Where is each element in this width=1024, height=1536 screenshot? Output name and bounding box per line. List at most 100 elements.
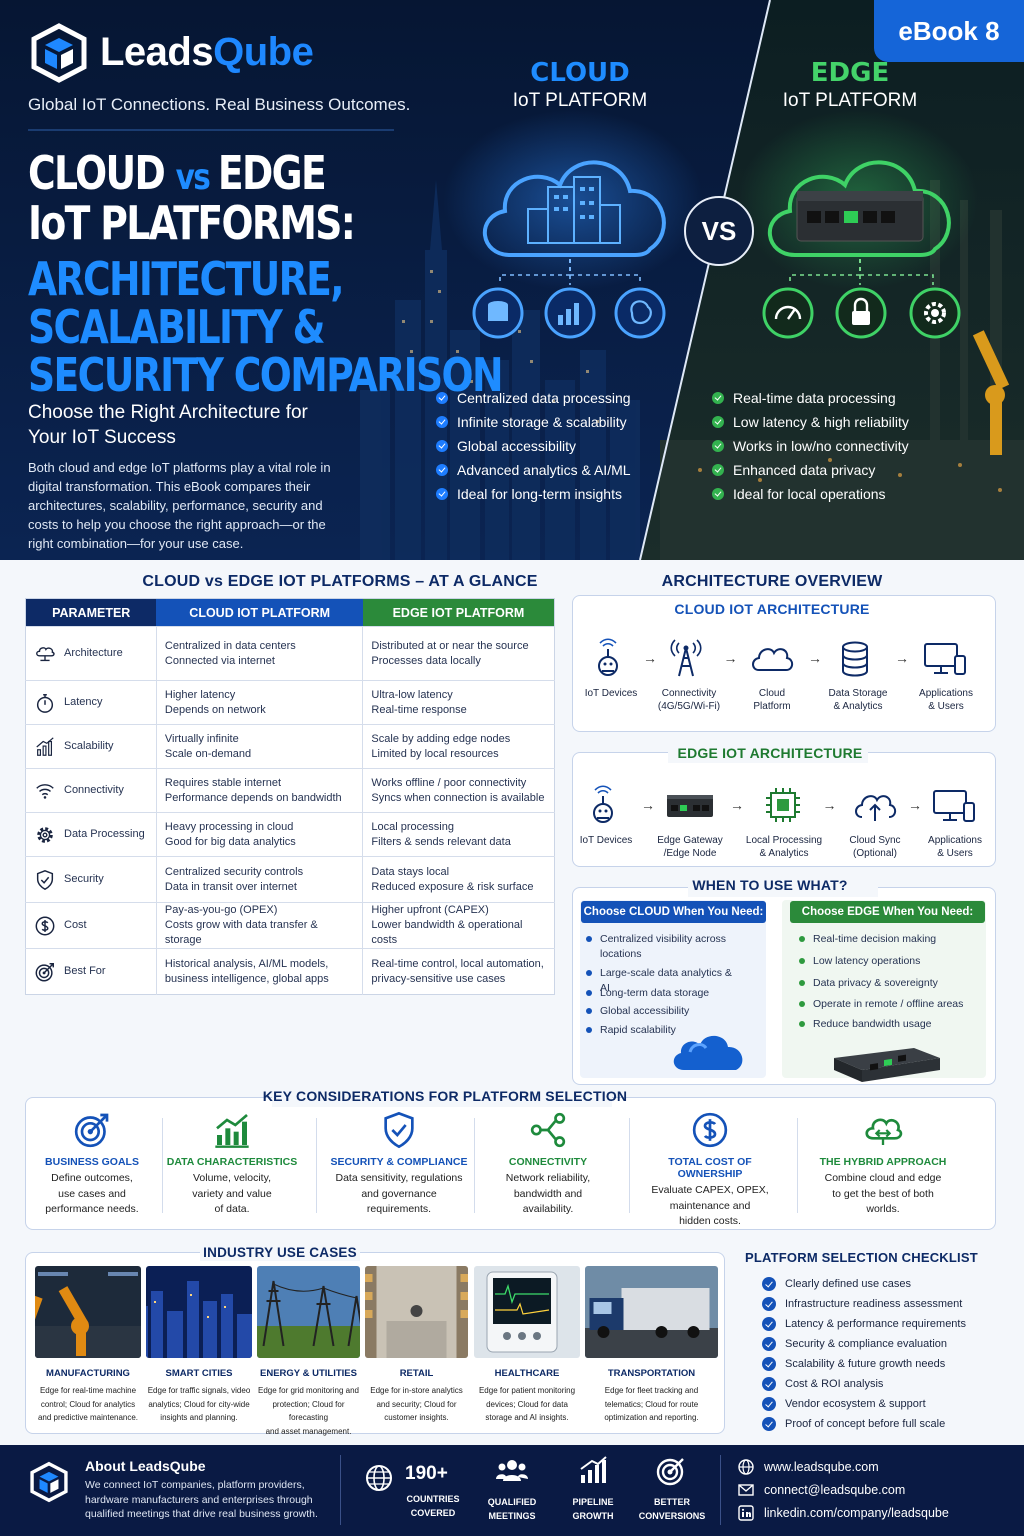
use-case-title: RETAIL bbox=[399, 1368, 434, 1379]
cloud-icon bbox=[752, 648, 794, 671]
edge-line-1: Ultra-low latency bbox=[371, 688, 453, 701]
param-label: Architecture bbox=[64, 647, 123, 659]
param-label: Best For bbox=[64, 965, 106, 977]
cloud-when-header: Choose CLOUD When You Need: bbox=[581, 901, 766, 923]
cloud-cell: Historical analysis, AI/ML models,busine… bbox=[156, 948, 364, 995]
edge-feature: Low latency & high reliability bbox=[712, 410, 909, 434]
shield-icon bbox=[36, 869, 54, 890]
check-circle-icon bbox=[762, 1417, 776, 1431]
checklist-item: Vendor ecosystem & support bbox=[762, 1397, 926, 1411]
edge-feature: Ideal for local operations bbox=[712, 482, 909, 506]
edge-line-2: Lower bandwidth & operational costs bbox=[371, 919, 523, 946]
bullet-icon bbox=[799, 980, 805, 986]
consideration-divider bbox=[796, 1118, 798, 1213]
edge-arch-step-label: Cloud Sync(Optional) bbox=[849, 835, 901, 859]
check-icon bbox=[436, 464, 448, 476]
edge-when-card bbox=[782, 900, 986, 1078]
edge-arch-step-label: Local Processing& Analytics bbox=[745, 835, 823, 859]
param-cell: Best For bbox=[25, 948, 157, 995]
cloud-when-item: Centralized visibility across locations bbox=[586, 932, 736, 962]
edge-arch-step: Cloud Sync(Optional) bbox=[830, 785, 920, 860]
comparison-table: PARAMETER CLOUD IOT PLATFORM EDGE IOT PL… bbox=[25, 598, 555, 995]
checklist-item: Scalability & future growth needs bbox=[762, 1357, 945, 1371]
ebook-badge: eBook 8 bbox=[874, 0, 1024, 62]
glance-title: CLOUD vs EDGE IOT PLATFORMS – AT A GLANC… bbox=[142, 573, 538, 590]
brand-name: LeadsQube bbox=[100, 30, 314, 74]
arrow-right-icon: → bbox=[822, 797, 837, 813]
edge-arch-step-label: Edge Gateway/Edge Node bbox=[657, 835, 723, 859]
cloud-line-2: Data in transit over internet bbox=[164, 880, 297, 893]
consideration-item: THE HYBRID APPROACH Combine cloud and ed… bbox=[808, 1110, 958, 1218]
cloud-architecture-title: CLOUD IOT ARCHITECTURE bbox=[674, 601, 870, 617]
cloud-feature: Ideal for long-term insights bbox=[436, 482, 631, 506]
dollar-icon bbox=[692, 1112, 728, 1148]
cloud-label: CLOUD bbox=[530, 58, 630, 88]
edge-line-1: Real-time control, local automation, bbox=[371, 957, 544, 970]
website-link[interactable]: www.leadsqube.com bbox=[738, 1459, 879, 1475]
edge-line-2: Filters & sends relevant data bbox=[371, 835, 511, 848]
cloud-arch-step: Applications& Users bbox=[901, 638, 991, 713]
hybrid-cloud-icon bbox=[865, 1118, 903, 1145]
people-icon bbox=[496, 1460, 528, 1481]
edge-platform-graphic bbox=[762, 160, 961, 339]
wifi-icon bbox=[36, 783, 54, 799]
use-case-card: TRANSPORTATION Edge for fleet tracking a… bbox=[585, 1266, 718, 1425]
consideration-title: DATA CHARACTERISTICS bbox=[166, 1156, 298, 1168]
edge-line-2: Limited by local resources bbox=[371, 747, 499, 760]
consideration-item: CONNECTIVITY Network reliability,bandwid… bbox=[473, 1110, 623, 1218]
hero-title-line-4: SCALABILITY & bbox=[28, 300, 326, 354]
param-cell: Data Processing bbox=[25, 812, 157, 857]
check-icon bbox=[436, 488, 448, 500]
param-label: Scalability bbox=[64, 740, 114, 752]
cloud-arch-step-label: Applications& Users bbox=[919, 688, 973, 712]
globe-icon bbox=[366, 1465, 392, 1491]
param-label: Cost bbox=[64, 919, 87, 931]
cloud-line-1: Centralized in data centers bbox=[164, 639, 296, 652]
cloud-arch-step-label: IoT Devices bbox=[584, 688, 638, 699]
architecture-title: ARCHITECTURE OVERVIEW bbox=[661, 573, 883, 590]
edge-line-2: Reduced exposure & risk surface bbox=[371, 880, 534, 893]
about-text: We connect IoT companies, platform provi… bbox=[85, 1479, 318, 1520]
footer-divider bbox=[340, 1455, 341, 1525]
arrow-right-icon: → bbox=[643, 650, 657, 666]
cloud-when-item: Large-scale data analytics & AI bbox=[586, 966, 736, 996]
checklist-item: Clearly defined use cases bbox=[762, 1277, 911, 1291]
use-cases-title-bg bbox=[200, 1243, 360, 1261]
check-icon bbox=[436, 416, 448, 428]
transportation-photo bbox=[585, 1266, 718, 1358]
linkedin-link[interactable]: linkedin.com/company/leadsqube bbox=[738, 1505, 949, 1521]
footer: About LeadsQube We connect IoT companies… bbox=[0, 1445, 1024, 1536]
check-circle-icon bbox=[762, 1277, 776, 1291]
edge-line-1: Scale by adding edge nodes bbox=[371, 732, 511, 745]
bullet-icon bbox=[586, 1027, 592, 1033]
bullet-icon bbox=[799, 1021, 805, 1027]
edge-when-item: Low latency operations bbox=[799, 954, 979, 969]
cloud-line-2: Scale on-demand bbox=[164, 747, 252, 760]
retail-photo bbox=[365, 1266, 468, 1358]
cloud-arch-step: IoT Devices bbox=[566, 638, 656, 700]
arrow-right-icon: → bbox=[730, 797, 744, 813]
target-icon bbox=[74, 1113, 109, 1148]
bullet-icon bbox=[586, 990, 592, 996]
use-case-title: SMART CITIES bbox=[165, 1368, 233, 1379]
dollar-icon bbox=[35, 916, 55, 935]
edge-sublabel: IoT PLATFORM bbox=[782, 90, 918, 111]
email-link[interactable]: connect@leadsqube.com bbox=[738, 1482, 905, 1498]
cloud-line-2: Depends on network bbox=[164, 703, 266, 716]
shield-icon bbox=[384, 1111, 414, 1149]
bullet-icon bbox=[799, 958, 805, 964]
use-cases-title: INDUSTRY USE CASES bbox=[203, 1245, 357, 1260]
cloud-sublabel: IoT PLATFORM bbox=[512, 90, 648, 111]
monitor-phone-icon bbox=[933, 790, 975, 822]
checklist-item: Infrastructure readiness assessment bbox=[762, 1297, 962, 1311]
globe-icon bbox=[738, 1459, 754, 1475]
